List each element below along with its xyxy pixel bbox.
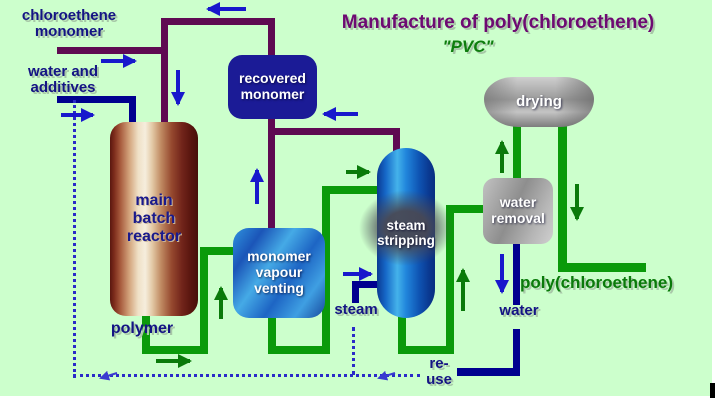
label-line: additives [30, 79, 96, 97]
stripping-label-backdrop [359, 190, 453, 266]
unit-steam-stripping[interactable]: steam stripping [359, 148, 453, 318]
unit-label-line: vapour [255, 264, 303, 281]
label-poly-chloroethene: poly(chloroethene) [520, 273, 674, 292]
cursor-tick [710, 383, 715, 398]
pipe-venting-out [268, 316, 276, 354]
pipe-product-out [558, 263, 646, 272]
pipe-drying-out [558, 126, 567, 272]
unit-label-line: stripping [377, 233, 435, 248]
unit-label-line: batch [132, 210, 176, 228]
pipe-venting-in [200, 247, 234, 255]
unit-drying[interactable]: drying [484, 77, 594, 127]
label-line: use [426, 371, 452, 389]
label-polymer: polymer [110, 320, 174, 337]
pipe-recovered-monomer-up [268, 18, 275, 58]
unit-label-line: steam [386, 217, 426, 233]
pipe-water-to-reuse [457, 368, 520, 376]
pipe-water-removal-up [446, 205, 454, 354]
unit-label-line: recovered [239, 70, 306, 87]
unit-label-line: reactor [126, 227, 182, 245]
label-line: monomer [34, 23, 104, 41]
unit-label-line: main [135, 192, 173, 210]
unit-label-line: monomer [240, 86, 305, 102]
pipe-venting-out-h [268, 346, 330, 354]
label-steam: steam [334, 301, 378, 318]
pipe-venting-to-recovered [268, 118, 275, 230]
pipe-stripping-top [393, 128, 400, 154]
pipe-to-drying [513, 126, 521, 180]
unit-water-removal[interactable]: water removal [483, 178, 553, 244]
pipe-reuse-left [73, 100, 76, 378]
pipe-steam-v [352, 281, 359, 303]
pipe-water-out-upper [513, 243, 520, 305]
label-line: re- [429, 355, 449, 372]
pipe-polymer-down [142, 314, 150, 354]
pipe-water-additives-v [129, 96, 136, 126]
pipe-polymer-h [142, 346, 208, 354]
pipe-water-removal-in [446, 205, 484, 213]
unit-label-line: monomer [247, 248, 311, 265]
page-title: Manufacture of poly(chloroethene) [341, 12, 655, 33]
pipe-reuse-bottom [73, 374, 420, 377]
pipe-monomer-into-reactor [161, 18, 168, 124]
unit-main-batch-reactor[interactable]: main batch reactor [110, 122, 198, 316]
pipe-venting-up [200, 247, 208, 354]
pipe-stripping-to-recovered [271, 128, 399, 135]
pipe-stripping-in [322, 186, 378, 194]
pipe-monomer-feed [57, 47, 168, 54]
pipe-stripping-up [322, 186, 330, 354]
unit-recovered-monomer[interactable]: recovered monomer [228, 55, 317, 119]
label-line: chloroethene [21, 7, 117, 24]
pipe-reuse-to-steam [352, 327, 355, 375]
unit-label-line: drying [516, 92, 562, 110]
label-re-use: re- use [416, 355, 462, 389]
pipe-water-out-lower [513, 329, 520, 374]
label-chloroethene-monomer: chloroethene monomer [4, 7, 134, 41]
pipe-stripping-out-h [398, 346, 454, 354]
unit-label-line: removal [491, 210, 545, 226]
pipe-stripping-out [398, 312, 406, 354]
label-line: water and [27, 63, 99, 80]
pipe-steam-h [352, 281, 382, 288]
label-water: water [499, 302, 539, 319]
page-subtitle: "PVC" [442, 37, 494, 56]
unit-label-line: venting [254, 279, 304, 296]
label-water-and-additives: water and additives [10, 63, 116, 97]
pipe-monomer-recycle-top [161, 18, 275, 25]
pipe-water-additives-h [57, 96, 135, 103]
unit-label-line: water [499, 194, 537, 211]
unit-monomer-vapour-venting[interactable]: monomer vapour venting [233, 228, 325, 318]
